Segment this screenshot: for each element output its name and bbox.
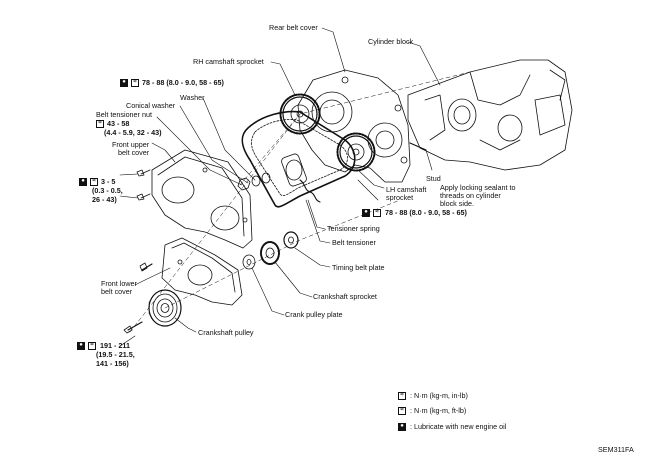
label-lh-camshaft-sprocket: LH camshaft sprocket xyxy=(386,185,427,203)
leader-lines xyxy=(119,27,441,347)
label-conical-washer: Conical washer xyxy=(126,101,176,110)
legend-nm-kgm-inlb: : N·m (kg-m, in-lb) xyxy=(410,391,468,400)
label-front-lower-belt-cover: Front lower belt cover xyxy=(101,279,137,297)
torque-rh-camshaft-sprocket: 78 - 88 (8.0 - 9.0, 58 - 65) xyxy=(142,78,224,87)
label-belt-tensioner: Belt tensioner xyxy=(332,238,376,247)
label-front-upper-belt-cover: Front upper belt cover xyxy=(112,140,150,158)
torque-belt-tensioner-nut-2: (4.4 - 5.9, 32 - 43) xyxy=(104,128,162,137)
oil-can-icon: ● xyxy=(79,178,87,186)
label-crankshaft-pulley: Crankshaft pulley xyxy=(198,328,254,337)
label-timing-belt-plate: Timing belt plate xyxy=(332,263,385,272)
label-rear-belt-cover: Rear belt cover xyxy=(269,23,318,32)
lh-camshaft-sprocket-drawing xyxy=(336,132,376,172)
wrench-ft-lb-icon: ≈ xyxy=(88,342,96,350)
front-lower-belt-cover-drawing xyxy=(161,237,243,306)
stud-drawing xyxy=(409,142,427,151)
label-crankshaft-sprocket: Crankshaft sprocket xyxy=(313,292,377,301)
wrench-ft-lb-icon: ≈ xyxy=(131,79,139,87)
crank-pulley-plate-drawing xyxy=(242,254,256,270)
torque-cover-bolt-2: (0.3 - 0.5, xyxy=(92,186,123,195)
wrench-ft-lb-icon: ≈ xyxy=(373,209,381,217)
label-rh-camshaft-sprocket: RH camshaft sprocket xyxy=(193,57,264,66)
torque-cover-bolt-3: 26 - 43) xyxy=(92,195,117,204)
wrench-ft-lb-icon: ≈ xyxy=(398,407,406,415)
wrench-ft-lb-icon: ≈ xyxy=(96,120,104,128)
centerlines xyxy=(129,71,471,333)
timing-belt-drawing xyxy=(241,110,356,208)
torque-crankshaft-pulley-2: (19.5 - 21.5, xyxy=(96,350,135,359)
cylinder-block-drawing xyxy=(407,59,573,171)
torque-belt-tensioner-nut-1: 43 - 58 xyxy=(107,119,130,128)
torque-cover-bolt-1: 3 - 5 xyxy=(101,177,116,186)
rh-camshaft-sprocket-drawing xyxy=(279,93,321,135)
oil-can-icon: ● xyxy=(77,342,85,350)
label-belt-tensioner-nut: Belt tensioner nut xyxy=(96,110,152,119)
timing-belt-plate-drawing xyxy=(283,231,299,249)
oil-can-icon: ● xyxy=(398,423,406,431)
front-upper-belt-cover-drawing xyxy=(151,149,253,249)
belt-tensioner-drawing xyxy=(281,153,321,203)
label-washer: Washer xyxy=(180,93,205,102)
legend-lubricate: : Lubricate with new engine oil xyxy=(410,422,507,431)
label-crank-pulley-plate: Crank pulley plate xyxy=(285,310,343,319)
torque-crankshaft-pulley-3: 141 - 156) xyxy=(96,359,129,368)
label-stud: Stud xyxy=(426,174,441,183)
wrench-in-lb-icon: ≈ xyxy=(398,392,406,400)
oil-can-icon: ● xyxy=(120,79,128,87)
stud-sealant-note: Apply locking sealant to threads on cyli… xyxy=(440,183,516,209)
wrench-ft-lb-icon: ≈ xyxy=(90,178,98,186)
label-tensioner-spring: Tensioner spring xyxy=(327,224,380,233)
torque-lh-camshaft-sprocket: 78 - 88 (8.0 - 9.0, 58 - 65) xyxy=(385,208,467,217)
torque-crankshaft-pulley-1: 191 - 211 xyxy=(100,341,130,350)
oil-can-icon: ● xyxy=(362,209,370,217)
bolts-drawing xyxy=(123,169,153,334)
legend-nm-kgm-ftlb: : N·m (kg-m, ft-lb) xyxy=(410,406,467,415)
crankshaft-sprocket-drawing xyxy=(260,241,280,265)
figure-code: SEM311FA xyxy=(598,445,634,454)
label-cylinder-block: Cylinder block xyxy=(368,37,414,46)
